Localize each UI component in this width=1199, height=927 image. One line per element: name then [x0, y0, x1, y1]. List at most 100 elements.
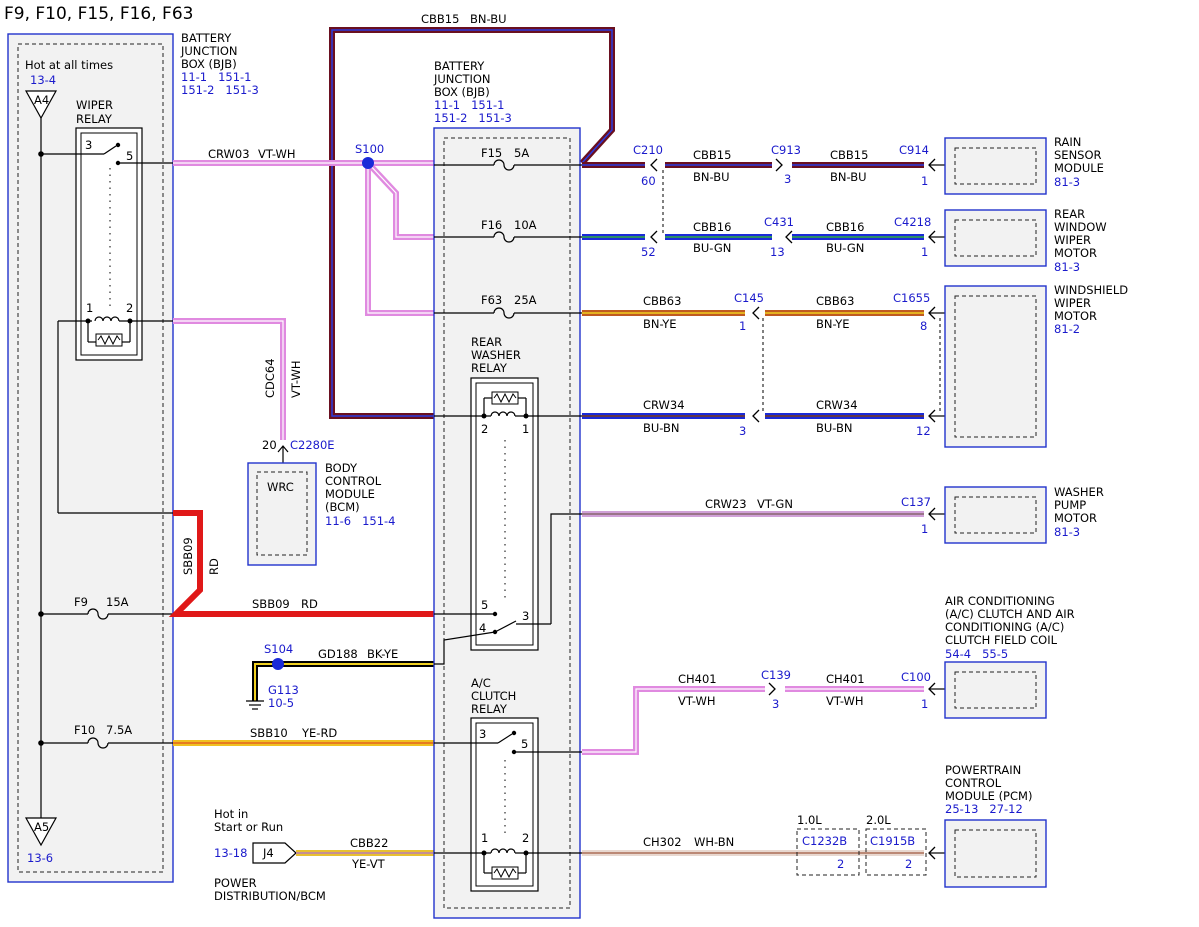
a5-label: A5	[34, 820, 49, 834]
r7-col1: WH-BN	[694, 835, 734, 849]
fuse-f63: F63 25A	[434, 293, 582, 319]
r6-w2: CH401	[826, 672, 865, 686]
f10-label: F10	[74, 723, 95, 737]
sbb09-v-color: RD	[207, 558, 221, 575]
rwr-pin4: 4	[479, 621, 486, 635]
fuse-f15: F15 5A	[434, 146, 582, 171]
sbb09-wire	[168, 510, 434, 617]
s100-label: S100	[355, 142, 384, 156]
bcm-box	[247, 462, 317, 566]
acr-label-2: CLUTCH	[471, 689, 516, 703]
svg-text:CONDITIONING (A/C): CONDITIONING (A/C)	[945, 620, 1064, 634]
cbb22-color: YE-VT	[351, 857, 386, 871]
sbb09-h-circuit: SBB09	[252, 597, 290, 611]
svg-text:F63: F63	[481, 293, 502, 307]
c139-label: C139	[761, 668, 791, 682]
r3-w1: CBB63	[643, 294, 681, 308]
rwr-pin1: 1	[522, 422, 529, 436]
gd188-color: BK-YE	[367, 647, 398, 661]
svg-text:81-3: 81-3	[1054, 175, 1080, 189]
washer-pump-motor: WASHER PUMP MOTOR 81-3	[944, 485, 1104, 544]
diagram-title: F9, F10, F15, F16, F63	[4, 4, 193, 24]
c4218-label: C4218	[894, 215, 931, 229]
sbb10-color: YE-RD	[301, 726, 337, 740]
j4-ref: 13-18	[214, 846, 247, 860]
top-wire-color: BN-BU	[470, 12, 507, 26]
acr-label-3: RELAY	[471, 702, 508, 716]
r6-w1: CH401	[678, 672, 717, 686]
c1655-pin: 8	[920, 319, 927, 333]
svg-text:WIPER: WIPER	[1054, 296, 1091, 310]
svg-text:5A: 5A	[514, 146, 529, 160]
sbb09-h-color: RD	[301, 597, 318, 611]
wiper-relay-inner	[80, 132, 138, 356]
c139-pin: 3	[772, 697, 779, 711]
power-dist-2: DISTRIBUTION/BCM	[214, 889, 326, 903]
wiper-relay-label-1: WIPER	[76, 98, 113, 112]
r4-w1: CRW34	[643, 398, 685, 412]
svg-text:MODULE (PCM): MODULE (PCM)	[945, 789, 1032, 803]
s104-splice	[272, 658, 284, 670]
crw03-circuit: CRW03	[208, 147, 250, 161]
a5-triangle	[24, 817, 58, 847]
j4-label: J4	[262, 846, 274, 860]
bjb-center-label-2: JUNCTION	[433, 72, 491, 86]
f9-fuse	[87, 608, 109, 620]
rain-sensor-module: RAIN SENSOR MODULE 81-3	[944, 135, 1104, 195]
bjb-left-ref-1: 11-1 151-1	[181, 70, 251, 84]
bjb-center-ref-1: 11-1 151-1	[434, 98, 504, 112]
c1232b-label: C1232B	[802, 834, 847, 848]
svg-text:81-3: 81-3	[1054, 260, 1080, 274]
svg-text:CONTROL: CONTROL	[945, 776, 1002, 790]
acr-pin3: 3	[479, 727, 486, 741]
c210-pin: 60	[641, 174, 656, 188]
svg-text:25A: 25A	[514, 293, 537, 307]
bcm-label-2: CONTROL	[325, 474, 382, 488]
rwr-pin3: 3	[522, 609, 529, 623]
rear-window-wiper-motor: REAR WINDOW WIPER MOTOR 81-3	[944, 207, 1107, 274]
r4-col1: BU-BN	[643, 421, 680, 435]
left-bjb-inner	[17, 43, 164, 873]
rwr-label-3: RELAY	[471, 361, 508, 375]
svg-text:MOTOR: MOTOR	[1054, 511, 1097, 525]
wiper-relay-pin1: 1	[86, 301, 93, 315]
c2280e-label: C2280E	[290, 438, 335, 452]
f10-fuse	[87, 737, 109, 749]
rwr-label-2: WASHER	[471, 348, 521, 362]
c1915b-label: C1915B	[870, 834, 915, 848]
g113-label: G113	[268, 683, 299, 697]
svg-text:AIR CONDITIONING: AIR CONDITIONING	[945, 594, 1055, 608]
power-dist-1: POWER	[214, 876, 257, 890]
r2-w2: CBB16	[826, 220, 864, 234]
bjb-left-label-1: BATTERY	[181, 31, 232, 45]
c1915b-pin: 2	[905, 857, 912, 871]
r6-col1: VT-WH	[678, 694, 716, 708]
acr-pin1: 1	[481, 831, 488, 845]
cbb22-circuit: CBB22	[350, 836, 388, 850]
ac-clutch-relay-box	[470, 717, 539, 892]
rwr-label-1: REAR	[471, 335, 502, 349]
svg-text:WINDOW: WINDOW	[1054, 220, 1107, 234]
wiper-relay-pin5: 5	[126, 149, 133, 163]
top-wire-circuit: CBB15	[421, 12, 459, 26]
acr-pin5: 5	[521, 737, 528, 751]
g113-ref: 10-5	[268, 696, 294, 710]
c145-label: C145	[734, 291, 764, 305]
svg-text:REAR: REAR	[1054, 207, 1085, 221]
r7-v1: 1.0L	[797, 813, 822, 827]
svg-text:F16: F16	[481, 218, 502, 232]
r1-w1: CBB15	[693, 148, 731, 162]
c100-label: C100	[901, 670, 931, 684]
r5-col1: VT-GN	[757, 497, 793, 511]
bcm-label-3: MODULE	[325, 487, 375, 501]
r3-col1: BN-YE	[643, 317, 677, 331]
r4-w2: CRW34	[816, 398, 858, 412]
r4-col2: BU-BN	[816, 421, 853, 435]
svg-text:25-13 27-12: 25-13 27-12	[945, 802, 1023, 816]
ac-clutch-field-coil: AIR CONDITIONING (A/C) CLUTCH AND AIR CO…	[944, 594, 1075, 719]
svg-text:CLUTCH FIELD COIL: CLUTCH FIELD COIL	[945, 633, 1058, 647]
f9-amp: 15A	[106, 595, 129, 609]
r3-col2: BN-YE	[816, 317, 850, 331]
svg-text:F15: F15	[481, 146, 502, 160]
svg-text:WINDSHIELD: WINDSHIELD	[1054, 283, 1128, 297]
